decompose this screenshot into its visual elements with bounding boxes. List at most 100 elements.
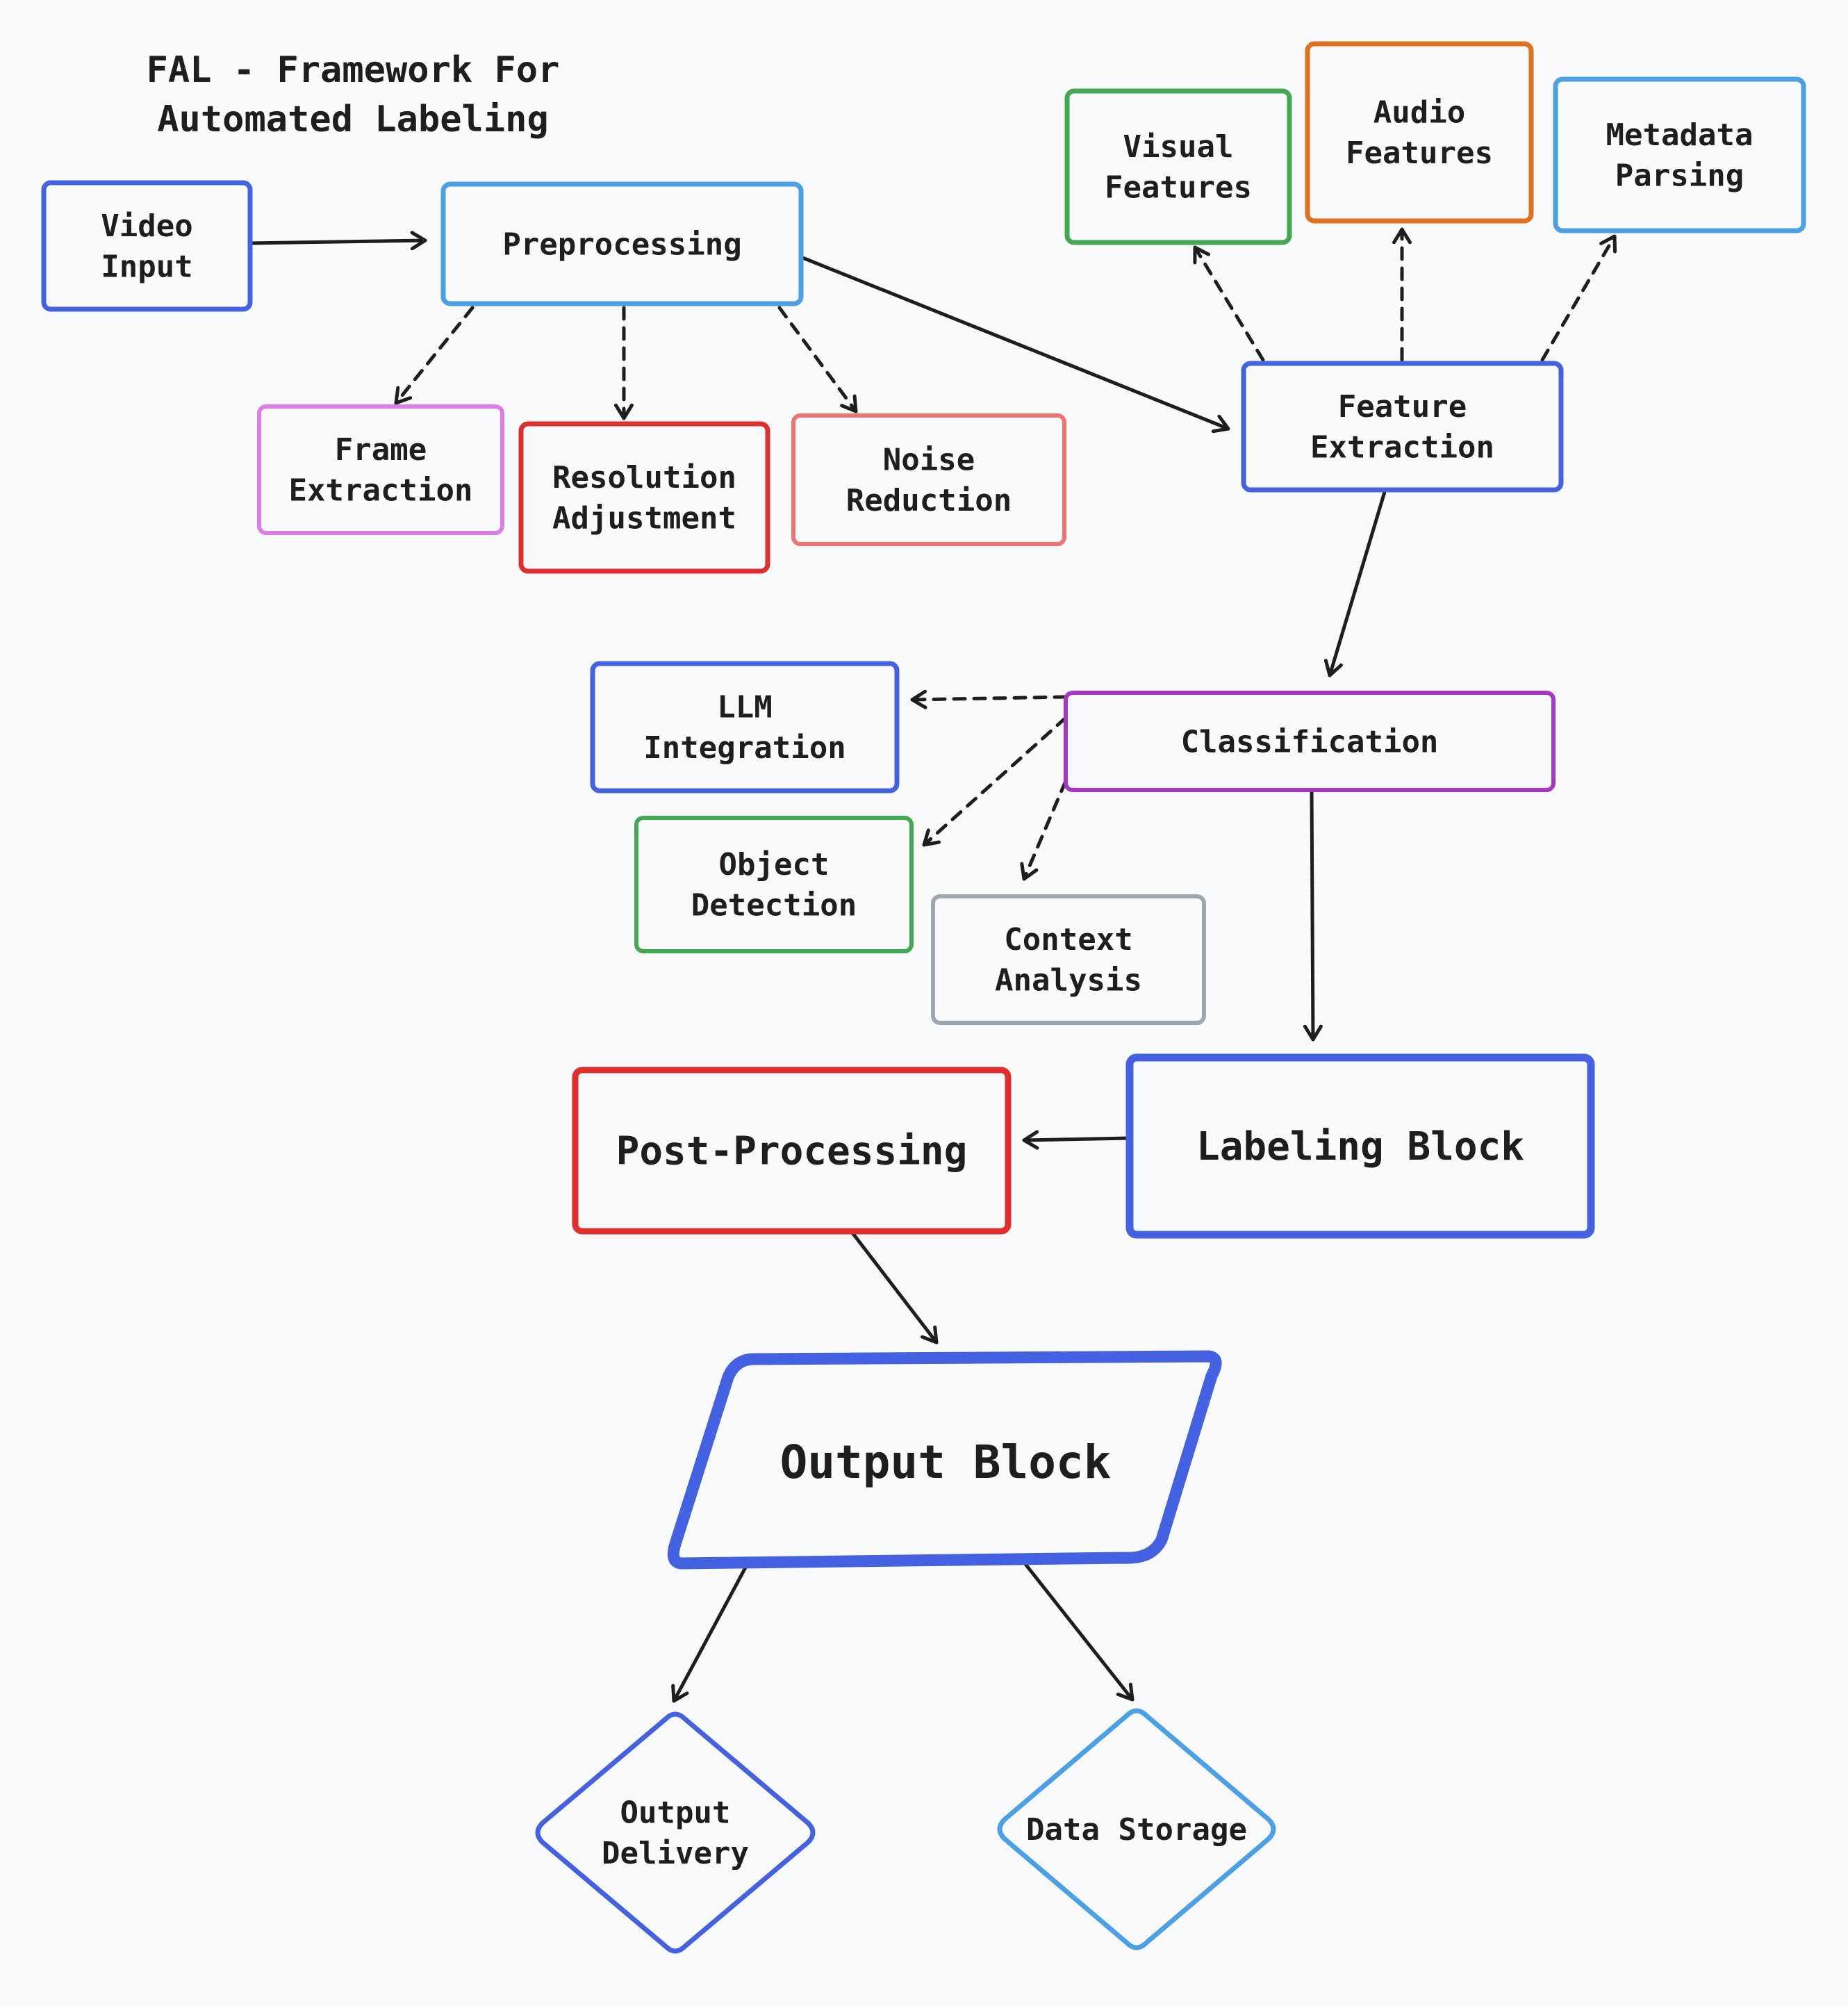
node-label: Input <box>101 249 192 285</box>
node-box <box>791 413 1066 546</box>
node-diamond <box>997 1708 1276 1950</box>
diagram-title-line: Automated Labeling <box>157 99 549 140</box>
arrowhead-icon <box>1599 234 1617 254</box>
post-processing-node[interactable]: Post-Processing <box>572 1067 1012 1235</box>
edge-classification-to-labeling-block <box>1303 790 1323 1042</box>
arrowhead-icon <box>1323 659 1343 677</box>
arrowhead-icon <box>1392 227 1412 245</box>
edge-line <box>1540 234 1617 362</box>
node-label: Detection <box>691 888 857 923</box>
preprocessing-node[interactable]: Preprocessing <box>440 181 804 306</box>
node-label: Preprocessing <box>502 227 741 262</box>
node-box <box>41 180 253 312</box>
node-box <box>1553 76 1806 233</box>
edge-line <box>1022 1136 1132 1142</box>
edge-line <box>394 306 475 405</box>
node-box <box>590 661 900 794</box>
arrowhead-icon <box>1022 1130 1039 1150</box>
edge-video-input-to-preprocessing <box>248 231 427 251</box>
edge-preprocessing-to-feature-extraction <box>799 255 1230 434</box>
node-label: Features <box>1346 135 1493 171</box>
node-parallelogram <box>667 1350 1222 1570</box>
arrowhead-icon <box>394 386 413 405</box>
arrowhead-icon <box>1116 1682 1135 1702</box>
node-label: Parsing <box>1615 158 1744 194</box>
edge-output-block-to-output-delivery <box>671 1556 752 1703</box>
arrowhead-icon <box>1020 862 1039 881</box>
edge-preprocessing-to-resolution-adjustment <box>614 306 634 420</box>
arrowhead-icon <box>921 1325 939 1345</box>
edge-line <box>1328 490 1387 677</box>
edge-line <box>248 238 427 245</box>
arrowhead-icon <box>922 828 941 847</box>
edge-classification-to-object-detection <box>922 716 1068 847</box>
node-label: Metadata <box>1606 117 1754 153</box>
edge-line <box>922 716 1068 847</box>
node-label: Extraction <box>1310 430 1494 466</box>
node-label: Noise <box>883 443 975 478</box>
arrowhead-icon <box>910 689 927 709</box>
edge-line <box>1193 245 1265 362</box>
node-label: Feature <box>1338 389 1467 425</box>
edge-line <box>910 695 1068 702</box>
classification-node[interactable]: Classification <box>1064 691 1556 792</box>
node-label: Output <box>620 1795 731 1831</box>
edge-feature-extraction-to-visual-features <box>1193 245 1265 362</box>
labeling-block-node[interactable]: Labeling Block <box>1125 1053 1595 1239</box>
edge-feature-extraction-to-metadata-parsing <box>1540 234 1617 362</box>
node-box <box>440 181 804 306</box>
edge-classification-to-llm-integration <box>910 689 1068 709</box>
llm-integration-node[interactable]: LLM Integration <box>590 661 900 794</box>
output-block-node[interactable]: Output Block <box>667 1350 1222 1570</box>
arrowhead-icon <box>840 394 858 413</box>
node-label: Extraction <box>289 473 473 509</box>
node-label: Visual <box>1123 129 1234 165</box>
data-storage-node[interactable]: Data Storage <box>997 1708 1276 1950</box>
diagram-title-line: FAL - Framework For <box>147 49 560 91</box>
arrowhead-icon <box>614 403 634 420</box>
edge-line <box>850 1230 939 1345</box>
arrowhead-icon <box>1193 245 1210 265</box>
node-label: Reduction <box>846 483 1012 518</box>
arrowhead-icon <box>410 231 427 251</box>
edge-line <box>672 1556 752 1703</box>
node-diamond <box>535 1711 816 1954</box>
node-box <box>634 816 914 953</box>
node-label: Integration <box>643 730 845 766</box>
node-label: Context <box>1004 922 1132 957</box>
edge-feature-extraction-to-audio-features <box>1392 227 1412 362</box>
edge-output-block-to-data-storage <box>1018 1555 1135 1702</box>
node-box <box>1064 691 1556 792</box>
node-label: Features <box>1105 170 1252 206</box>
edge-preprocessing-to-noise-reduction <box>777 306 858 413</box>
node-label: Post-Processing <box>616 1129 968 1174</box>
edge-post-processing-to-output-block <box>850 1230 939 1345</box>
node-label: Labeling Block <box>1196 1124 1524 1169</box>
arrowhead-icon <box>1211 414 1230 434</box>
arrowhead-icon <box>671 1684 689 1703</box>
arrowhead-icon <box>1303 1024 1323 1042</box>
node-box <box>257 404 504 535</box>
node-label: LLM <box>717 690 772 725</box>
node-box <box>931 894 1206 1025</box>
node-label: Frame <box>335 432 427 468</box>
edge-feature-extraction-to-classification <box>1323 490 1387 677</box>
edges-layer <box>248 227 1617 1703</box>
node-box <box>1064 88 1292 245</box>
node-box <box>572 1067 1012 1235</box>
